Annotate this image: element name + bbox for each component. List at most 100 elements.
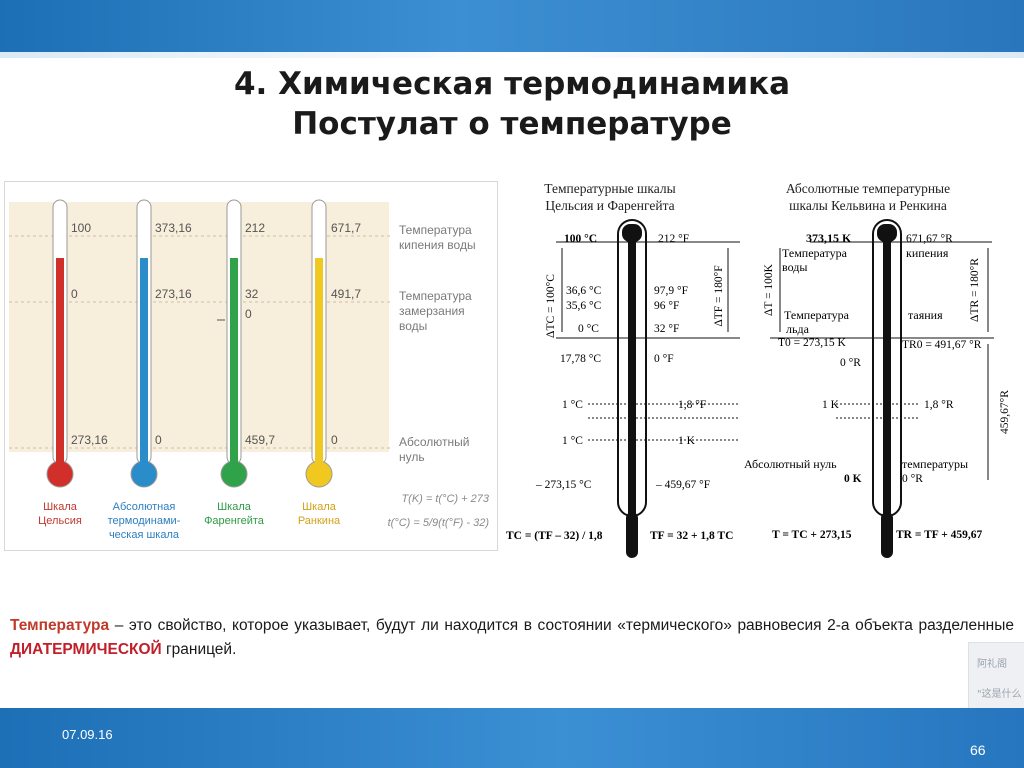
fahrenheit-thermometer: 212 32 0 459,7 Шкала Фаренгейта	[204, 199, 275, 527]
definition-paragraph: Температура – это свойство, которое указ…	[10, 614, 1014, 662]
cabs: – 273,15 °C	[535, 479, 592, 491]
watermark-line-2: "这是什么	[977, 689, 1022, 700]
rankine-liquid	[315, 258, 323, 470]
kelvin-thermometer: 373,16 273,16 0 Абсолютная термодинами- …	[108, 199, 192, 541]
heading-right-2: шкалы Кельвина и Ренкина	[789, 198, 947, 213]
slide-subtitle: Постулат о температуре	[292, 106, 732, 142]
slide-title: 4. Химическая термодинамика	[233, 66, 791, 102]
definition-text-1: – это свойство, которое указывает, будут…	[109, 617, 1014, 634]
kelvin-caption-2: термодинами-	[108, 515, 181, 527]
t0k: T0 = 273,15 K	[778, 337, 847, 349]
fahrenheit-low-value: 459,7	[245, 433, 275, 447]
r0: 0 °R	[840, 357, 861, 369]
freezing-label-1: Температура	[399, 289, 472, 303]
rankine-top-value: 671,7	[331, 221, 361, 235]
r0b: 0 °R	[902, 473, 923, 485]
abs-zero: Абсолютный нуль	[744, 457, 837, 471]
r45967: 459,67°R	[999, 390, 1011, 434]
boiling-label-1: Температура	[399, 223, 472, 237]
kelvin-caption-1: Абсолютная	[113, 501, 176, 513]
ice-1: Температура	[784, 308, 850, 322]
celsius-mid-value: 0	[71, 287, 78, 301]
celsius-liquid	[56, 258, 64, 470]
fahrenheit-mid-value: 32	[245, 287, 259, 301]
r18: 1,8 °R	[924, 399, 954, 411]
formula-tr: TR = TF + 459,67	[896, 529, 983, 541]
k1-left: 1 K	[678, 435, 696, 447]
fahrenheit-zero-value: 0	[245, 307, 252, 321]
kelvin-caption-3: ческая шкала	[109, 529, 180, 541]
f212: 212 °F	[658, 233, 689, 245]
kelvin-mid-value: 273,16	[155, 287, 192, 301]
k0: 0 K	[844, 473, 862, 485]
header-band	[0, 0, 1024, 58]
fahrenheit-caption-2: Фаренгейта	[204, 515, 265, 527]
kelvin-top-value: 373,16	[155, 221, 192, 235]
absolute-zero-label-1: Абсолютный	[399, 435, 469, 449]
freezing-label-3: воды	[399, 319, 427, 333]
heading-left-1: Температурные шкалы	[544, 181, 675, 196]
header-highlight	[0, 52, 1024, 58]
celsius-caption-1: Шкала	[43, 501, 78, 513]
footer-band	[0, 708, 1024, 768]
water-1: Температура	[782, 246, 848, 260]
fahrenheit-liquid	[230, 258, 238, 470]
formula-kelvin: T(K) = t(°C) + 273	[401, 493, 489, 505]
formula-celsius: t(°C) = 5/9(t(°F) - 32)	[388, 517, 490, 529]
term-temperature: Температура	[10, 617, 110, 634]
heading-left-2: Цельсия и Фаренгейта	[545, 198, 674, 213]
term-diathermic: ДИАТЕРМИЧЕСКОЙ	[10, 641, 162, 658]
formula-tc: TC = (TF – 32) / 1,8	[506, 530, 603, 542]
rankine-mid-value: 491,7	[331, 287, 361, 301]
ice-2: льда	[786, 322, 810, 336]
thermometer-scales-figure: 100 0 273,16 Шкала Цельсия 373,16 273,16…	[4, 181, 498, 551]
c1a: 1 °C	[562, 399, 583, 411]
definition-text-2: границей.	[161, 641, 237, 658]
page-number: 66	[970, 742, 986, 758]
fabs: – 459,67 °F	[655, 479, 710, 491]
freezing-label-2: замерзания	[399, 304, 465, 318]
dtr: ΔTR = 180°R	[969, 258, 981, 322]
heading-right-1: Абсолютные температурные	[786, 181, 950, 196]
f18: 1,8 °F	[678, 399, 706, 411]
formula-t: T = TC + 273,15	[772, 529, 852, 541]
watermark-line-1: 阿礼阁	[977, 659, 1007, 670]
boiling-label-2: кипения воды	[399, 238, 476, 252]
kelvin-liquid	[140, 258, 148, 470]
f96: 96 °F	[654, 300, 679, 312]
kelvin-low-value: 0	[155, 433, 162, 447]
f32: 32 °F	[654, 323, 679, 335]
fahrenheit-caption-1: Шкала	[217, 501, 252, 513]
rankine-caption-2: Ранкина	[298, 515, 341, 527]
rankine-low-value: 0	[331, 433, 338, 447]
dtc: ΔTC = 100°C	[545, 274, 557, 338]
absolute-scales-figure: Температурные шкалы Цельсия и Фаренгейта…	[500, 176, 1020, 566]
water-2: воды	[782, 260, 807, 274]
kelvin-rankine-thermometer	[872, 219, 902, 558]
k1-right: 1 K	[822, 399, 840, 411]
boil: кипения	[906, 246, 949, 260]
c1778: 17,78 °C	[560, 353, 601, 365]
slide-date: 07.09.16	[62, 727, 113, 742]
c1b: 1 °C	[562, 435, 583, 447]
f979: 97,9 °F	[654, 285, 688, 297]
celsius-thermometer: 100 0 273,16 Шкала Цельсия	[38, 199, 108, 527]
k37315: 373,15 K	[806, 231, 852, 245]
c366: 36,6 °C	[566, 285, 602, 297]
rankine-thermometer: 671,7 491,7 0 Шкала Ранкина	[298, 199, 361, 527]
melt: таяния	[908, 308, 943, 322]
c356: 35,6 °C	[566, 300, 602, 312]
celsius-top-value: 100	[71, 221, 91, 235]
formula-tf: TF = 32 + 1,8 TC	[650, 530, 733, 542]
celsius-caption-2: Цельсия	[38, 515, 82, 527]
t0r: TR0 = 491,67 °R	[902, 339, 982, 351]
absolute-zero-label-2: нуль	[399, 450, 425, 464]
r67167: 671,67 °R	[906, 233, 953, 245]
fahrenheit-top-value: 212	[245, 221, 265, 235]
dtf: ΔTF = 180°F	[713, 265, 725, 326]
c100: 100 °C	[564, 233, 597, 245]
celsius-fahrenheit-thermometer	[617, 219, 647, 558]
f0: 0 °F	[654, 353, 674, 365]
celsius-low-value: 273,16	[71, 433, 108, 447]
rankine-caption-1: Шкала	[302, 501, 337, 513]
